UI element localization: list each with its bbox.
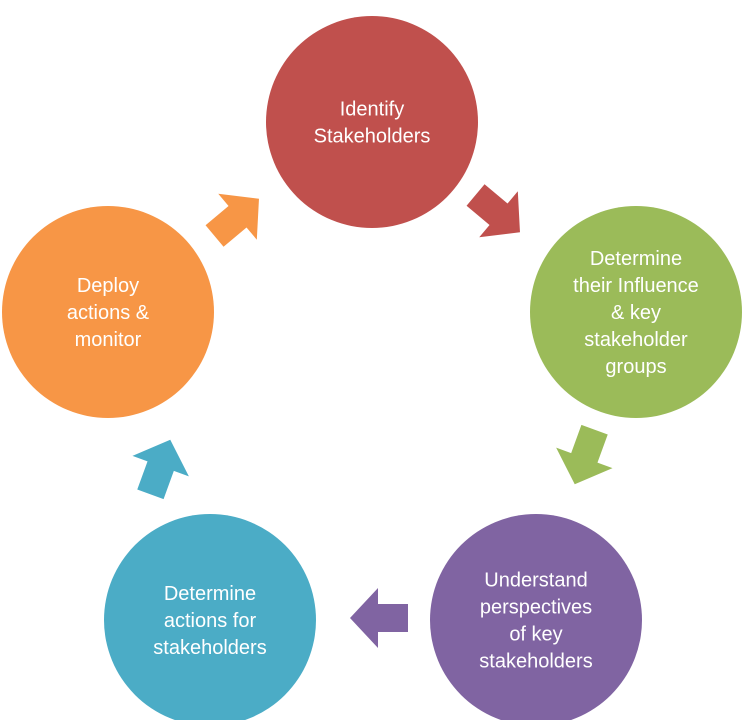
node-deploy: Deploy actions & monitor — [2, 206, 214, 418]
node-label-actions: actions for — [164, 610, 257, 632]
node-label-identify: Identify — [340, 99, 404, 121]
node-circle-identify — [266, 16, 478, 228]
node-label-influence: groups — [605, 356, 666, 378]
arrow-deploy-to-identify — [205, 193, 259, 247]
node-label-deploy: monitor — [75, 329, 142, 351]
node-circle-influence — [530, 206, 742, 418]
node-label-influence: their Influence — [573, 275, 699, 297]
node-label-influence: & key — [611, 302, 661, 324]
node-label-perspectives: Understand — [484, 570, 587, 592]
node-label-perspectives: stakeholders — [479, 651, 592, 673]
node-influence: Determine their Influence & key stakeholder… — [530, 206, 742, 418]
arrow-perspectives-to-actions — [350, 588, 408, 648]
arrow-actions-to-deploy — [132, 439, 189, 500]
node-circle-deploy — [2, 206, 214, 418]
arrow-identify-to-influence — [466, 184, 520, 238]
node-label-actions: stakeholders — [153, 637, 266, 659]
node-circle-actions — [104, 514, 316, 720]
node-circle-perspectives — [430, 514, 642, 720]
node-label-perspectives: perspectives — [480, 597, 592, 619]
node-actions: Determine actions for stakeholders — [104, 514, 316, 720]
node-label-influence: Determine — [590, 248, 682, 270]
node-label-deploy: Deploy — [77, 275, 139, 297]
node-label-perspectives: of key — [509, 624, 562, 646]
node-perspectives: Understand perspectives of key stakeholders — [430, 514, 642, 720]
node-label-actions: Determine — [164, 583, 256, 605]
node-label-identify: Stakeholders — [314, 126, 431, 148]
node-label-deploy: actions & — [67, 302, 150, 324]
arrow-influence-to-perspectives — [556, 424, 613, 485]
node-label-influence: stakeholder — [584, 329, 688, 351]
